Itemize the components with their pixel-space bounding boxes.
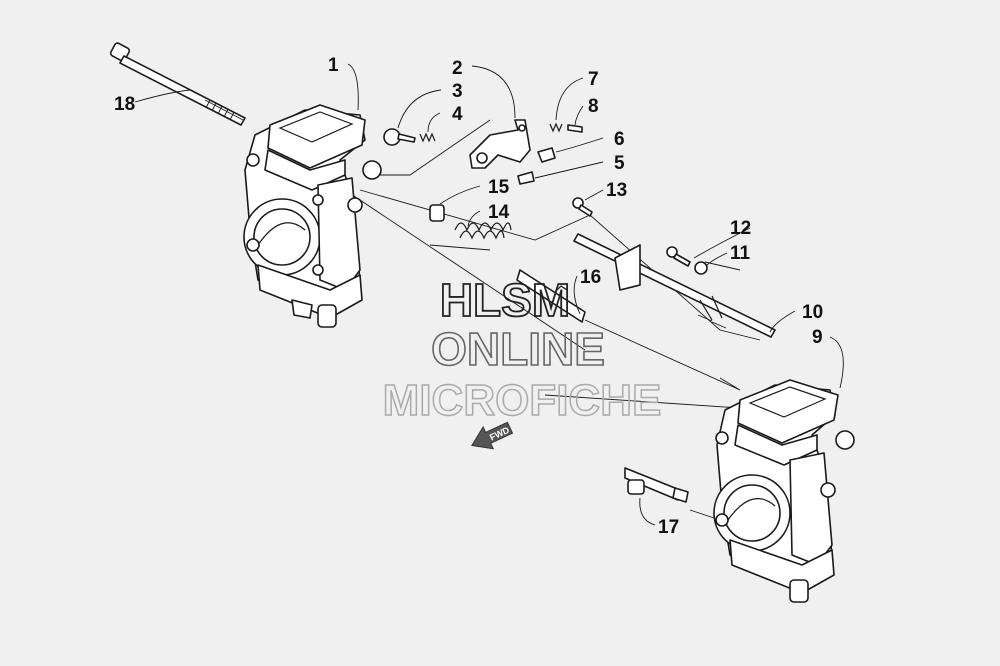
callout-15: 15 bbox=[488, 177, 510, 198]
callout-9: 9 bbox=[812, 327, 823, 348]
part-4-spring bbox=[419, 132, 436, 143]
watermark-line1: HLSM bbox=[440, 274, 570, 326]
callout-5: 5 bbox=[614, 153, 625, 174]
callout-14: 14 bbox=[488, 202, 510, 223]
part-13-screw bbox=[572, 197, 593, 217]
part-5-screw bbox=[517, 171, 535, 185]
watermark-line3: MICROFICHE bbox=[383, 376, 662, 425]
part-9-carburetor-right bbox=[713, 379, 855, 603]
part-3-screw bbox=[383, 128, 416, 146]
callout-7: 7 bbox=[588, 69, 599, 90]
part-16-tube bbox=[516, 269, 586, 323]
callout-10: 10 bbox=[802, 302, 823, 323]
part-14-spring bbox=[454, 222, 512, 240]
part-12-screw bbox=[666, 246, 691, 267]
callout-16: 16 bbox=[580, 267, 601, 288]
leader-lines bbox=[134, 63, 844, 526]
callout-17: 17 bbox=[658, 517, 679, 538]
callout-4: 4 bbox=[452, 104, 463, 125]
fwd-arrow-icon: FWD bbox=[471, 421, 514, 450]
callout-12: 12 bbox=[730, 218, 751, 239]
part-10-shaft bbox=[573, 233, 776, 338]
callout-6: 6 bbox=[614, 129, 625, 150]
part-17-fitting bbox=[624, 467, 689, 503]
part-6-screw bbox=[537, 147, 556, 163]
callout-2: 2 bbox=[452, 58, 463, 79]
part-7-spring bbox=[549, 122, 563, 133]
watermark: HLSM ONLINE MICROFICHE bbox=[382, 273, 662, 426]
callout-11: 11 bbox=[730, 243, 751, 264]
callout-18: 18 bbox=[114, 94, 135, 115]
callout-3: 3 bbox=[452, 81, 463, 102]
part-1-carburetor-left bbox=[243, 104, 382, 328]
callout-13: 13 bbox=[606, 180, 627, 201]
part-11-nut bbox=[694, 261, 708, 275]
callout-8: 8 bbox=[588, 96, 599, 117]
callout-1: 1 bbox=[328, 55, 339, 76]
part-2-bracket bbox=[469, 119, 531, 169]
part-8-screw bbox=[567, 124, 583, 133]
watermark-line2: ONLINE bbox=[431, 323, 605, 375]
callout-labels: 1 2 3 4 5 6 7 8 9 10 11 12 13 14 15 16 1… bbox=[114, 55, 823, 538]
part-15-bushing bbox=[429, 204, 445, 222]
